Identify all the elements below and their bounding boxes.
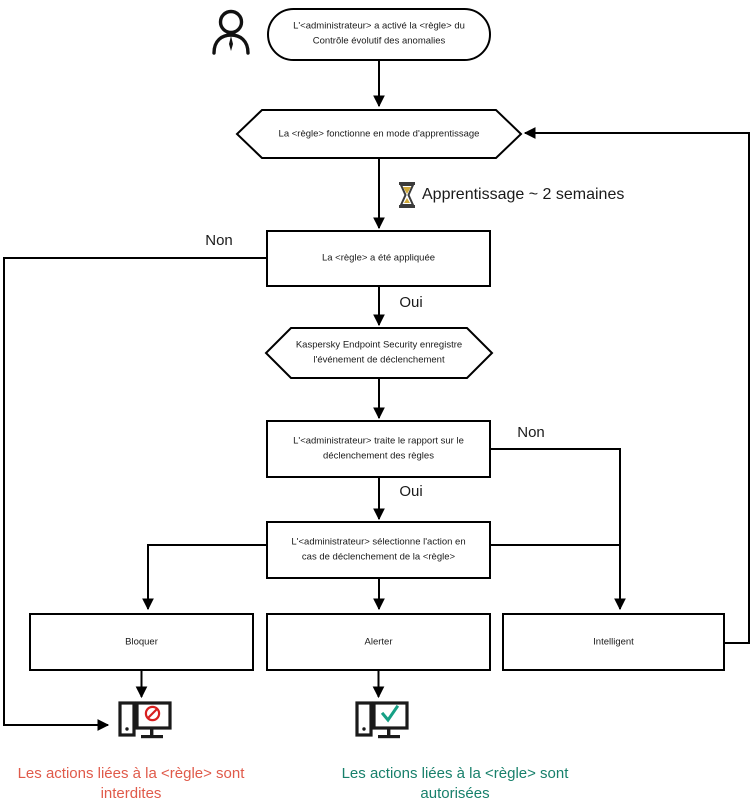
node-action-alert: Alerter: [266, 613, 491, 671]
node-learning-mode-line1: La <règle> fonctionne en mode d'apprenti…: [279, 129, 480, 140]
node-start-line2: Contrôle évolutif des anomalies: [313, 36, 446, 47]
node-start-line1: L'<administrateur> a activé la <règle> d…: [293, 21, 465, 32]
node-kes-logs: Kaspersky Endpoint Security enregistre l…: [264, 327, 494, 379]
edge-applied-no-to-blocked: [3, 257, 267, 731]
edge-label-report-yes: Oui: [399, 483, 422, 500]
computer-allowed-icon: [355, 701, 409, 739]
node-rule-applied: La <règle> a été appliquée: [266, 230, 491, 287]
node-admin-report: L'<administrateur> traite le rapport sur…: [266, 420, 491, 478]
node-admin-report-line2: déclenchement des règles: [323, 451, 434, 462]
computer-blocked-icon: [118, 701, 172, 739]
edge-report-no-to-smart: [490, 448, 626, 611]
node-action-block: Bloquer: [29, 613, 254, 671]
node-admin-action-line2: cas de déclenchement de la <règle>: [302, 552, 456, 563]
edge-label-applied-no: Non: [205, 232, 233, 249]
edge-label-report-no: Non: [517, 424, 545, 441]
node-action-smart-label: Intelligent: [593, 637, 634, 648]
node-learning-mode: La <règle> fonctionne en mode d'apprenti…: [235, 109, 523, 159]
node-action-block-label: Bloquer: [125, 637, 158, 648]
node-admin-action-line1: L'<administrateur> sélectionne l'action …: [291, 537, 465, 548]
user-icon: [212, 9, 250, 55]
node-admin-report-line1: L'<administrateur> traite le rapport sur…: [293, 436, 464, 447]
caption-blocked-line2: interdites: [101, 785, 162, 802]
node-start: L'<administrateur> a activé la <règle> d…: [267, 8, 491, 61]
caption-allowed-line2: autorisées: [420, 785, 489, 802]
node-action-alert-label: Alerter: [365, 637, 393, 648]
learning-note-label: Apprentissage ~ 2 semaines: [422, 186, 624, 203]
node-admin-action: L'<administrateur> sélectionne l'action …: [266, 521, 491, 579]
node-action-smart: Intelligent: [502, 613, 725, 671]
node-rule-applied-line1: La <règle> a été appliquée: [322, 253, 435, 264]
caption-blocked-line1: Les actions liées à la <règle> sont: [18, 765, 246, 782]
edge-action-to-block: [142, 544, 267, 611]
edge-smart-loop-to-learning: [523, 127, 750, 644]
hourglass-icon: [399, 182, 415, 208]
node-kes-logs-line2: l'événement de déclenchement: [313, 355, 445, 366]
caption-allowed-line1: Les actions liées à la <règle> sont: [342, 765, 570, 782]
node-kes-logs-line1: Kaspersky Endpoint Security enregistre: [296, 340, 462, 351]
edge-label-applied-yes: Oui: [399, 294, 422, 311]
